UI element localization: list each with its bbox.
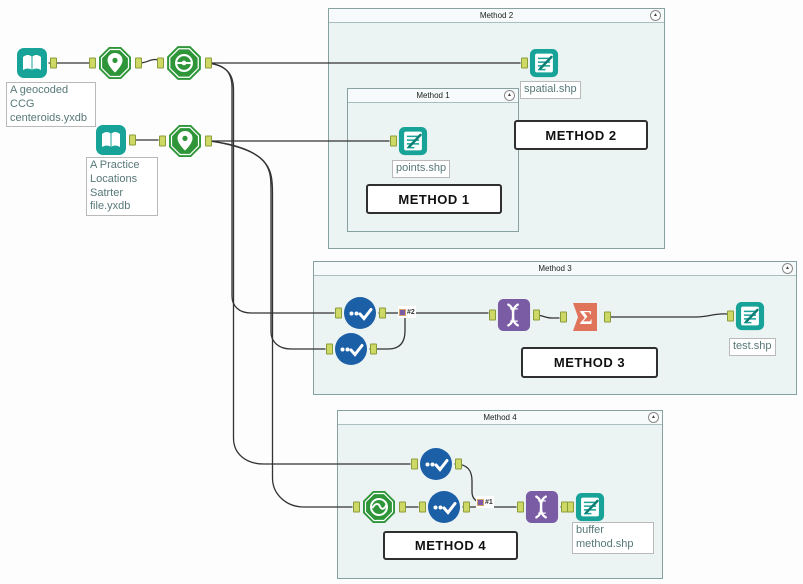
output-anchor[interactable] [50,57,57,69]
input-anchor[interactable] [390,135,397,147]
output-data-tool-test[interactable] [727,301,765,331]
tool-annotation-buffer[interactable]: buffer method.shp [572,522,654,554]
container-method1-titlebar[interactable]: Method 1 ▲ [348,89,518,103]
select-check-icon [420,448,452,480]
collapse-icon[interactable]: ▲ [782,263,793,274]
book-icon [96,125,126,155]
svg-text:Σ: Σ [579,307,592,329]
connection-badge-method4[interactable]: #1 [476,496,494,508]
select-check-icon [335,333,367,365]
sigma-icon: Σ [573,303,597,331]
create-points-tool-1[interactable] [89,45,142,81]
container-method3: Method 3 ▲ [313,261,797,395]
target-icon [167,46,201,80]
input-anchor[interactable] [560,311,567,323]
output-anchor[interactable] [205,135,212,147]
output-data-tool-spatial[interactable] [521,48,559,78]
input-anchor[interactable] [157,57,164,69]
write-file-icon [398,126,428,156]
tool-annotation-input-practice[interactable]: A Practice Locations Satrter file.yxdb [86,157,158,216]
join-tool-1[interactable] [489,298,540,332]
input-anchor[interactable] [159,135,166,147]
output-anchor[interactable] [205,57,212,69]
collapse-icon[interactable]: ▲ [648,412,659,423]
join-helix-icon [525,490,559,524]
container-method3-titlebar[interactable]: Method 3 ▲ [314,262,796,276]
summarize-tool[interactable]: Σ [560,300,611,334]
map-pin-icon [99,47,131,79]
wireless-connection-icon [477,498,484,506]
input-anchor[interactable] [419,501,426,513]
input-anchor[interactable] [727,310,734,322]
connection-badge-label: #1 [485,498,493,506]
join-tool-2[interactable] [517,490,568,524]
output-data-tool-buffer[interactable] [567,492,605,522]
container-method1-title: Method 1 [416,91,450,100]
tool-annotation-points[interactable]: points.shp [392,160,451,178]
select-tool-2[interactable] [326,332,377,366]
input-anchor[interactable] [489,309,496,321]
input-anchor[interactable] [326,343,333,355]
connection-badge-label: #2 [407,308,415,316]
tool-annotation-spatial[interactable]: spatial.shp [520,81,581,99]
create-points-tool-2[interactable] [159,123,212,159]
container-method2-titlebar[interactable]: Method 2 ▲ [329,9,664,23]
input-data-tool-practice[interactable] [95,124,136,156]
map-pin-icon [169,125,201,157]
join-helix-icon [497,298,531,332]
input-anchor[interactable] [521,57,528,69]
output-anchor[interactable] [455,458,462,470]
input-anchor[interactable] [89,57,96,69]
select-tool-1[interactable] [335,296,386,330]
collapse-icon[interactable]: ▲ [650,10,661,21]
container-method3-title: Method 3 [538,264,572,273]
collapse-icon[interactable]: ▲ [504,90,515,101]
input-anchor[interactable] [335,307,342,319]
tool-annotation-test[interactable]: test.shp [729,338,776,356]
write-file-icon [575,492,605,522]
container-method2-title: Method 2 [479,11,514,20]
comment-method3[interactable]: METHOD 3 [521,347,658,378]
output-anchor[interactable] [370,343,377,355]
select-check-icon [428,491,460,523]
wireless-connection-icon [399,308,406,316]
output-anchor[interactable] [463,501,470,513]
tool-annotation-input-ccg[interactable]: A geocoded CCG centeroids.yxdb [6,82,96,128]
input-anchor[interactable] [411,458,418,470]
container-method4-titlebar[interactable]: Method 4 ▲ [338,411,662,425]
write-file-icon [735,301,765,331]
output-anchor[interactable] [533,309,540,321]
input-data-tool-ccg[interactable] [16,47,57,79]
container-method4-title: Method 4 [483,413,517,422]
input-anchor[interactable] [517,501,524,513]
comment-method4[interactable]: METHOD 4 [383,531,518,560]
output-anchor[interactable] [135,57,142,69]
input-anchor[interactable] [567,501,574,513]
output-anchor[interactable] [604,311,611,323]
book-icon [17,48,47,78]
output-anchor[interactable] [399,501,406,513]
select-check-icon [344,297,376,329]
wave-icon [363,491,395,523]
output-data-tool-points[interactable] [390,126,428,156]
select-tool-4[interactable] [419,490,470,524]
connection-badge-method3[interactable]: #2 [398,306,416,318]
find-nearest-tool[interactable] [157,44,212,82]
select-tool-3[interactable] [411,447,462,481]
output-anchor[interactable] [379,307,386,319]
comment-method1[interactable]: METHOD 1 [366,184,502,214]
input-anchor[interactable] [353,501,360,513]
write-file-icon [529,48,559,78]
output-anchor[interactable] [129,134,136,146]
comment-method2[interactable]: METHOD 2 [514,120,648,150]
buffer-tool[interactable] [353,489,406,525]
